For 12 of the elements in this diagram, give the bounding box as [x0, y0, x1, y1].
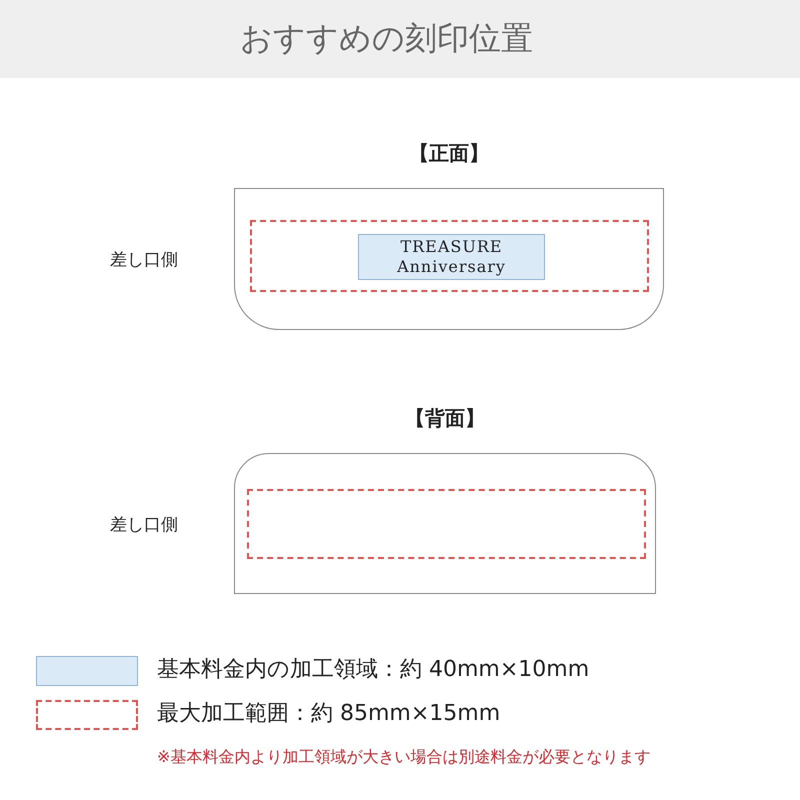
- view-heading: 【背面】: [404, 405, 486, 431]
- side-label: 差し口側: [110, 249, 178, 272]
- max-engraving-area: [247, 489, 646, 559]
- note: ※基本料金内より加工領域が大きい場合は別途料金が必要となります: [157, 746, 650, 768]
- view-heading: 【正面】: [408, 140, 490, 166]
- side-label: 差し口側: [110, 514, 178, 537]
- title: おすすめの刻印位置: [240, 18, 533, 58]
- legend-text: 基本料金内の加工領域：約 40mm×10mm: [157, 656, 590, 684]
- engraving-area: [358, 234, 545, 280]
- engraving-text: TREASURE Anniversary: [396, 237, 507, 277]
- max-engraving-area: [250, 220, 649, 292]
- legend-text: 最大加工範囲：約 85mm×15mm: [157, 700, 500, 728]
